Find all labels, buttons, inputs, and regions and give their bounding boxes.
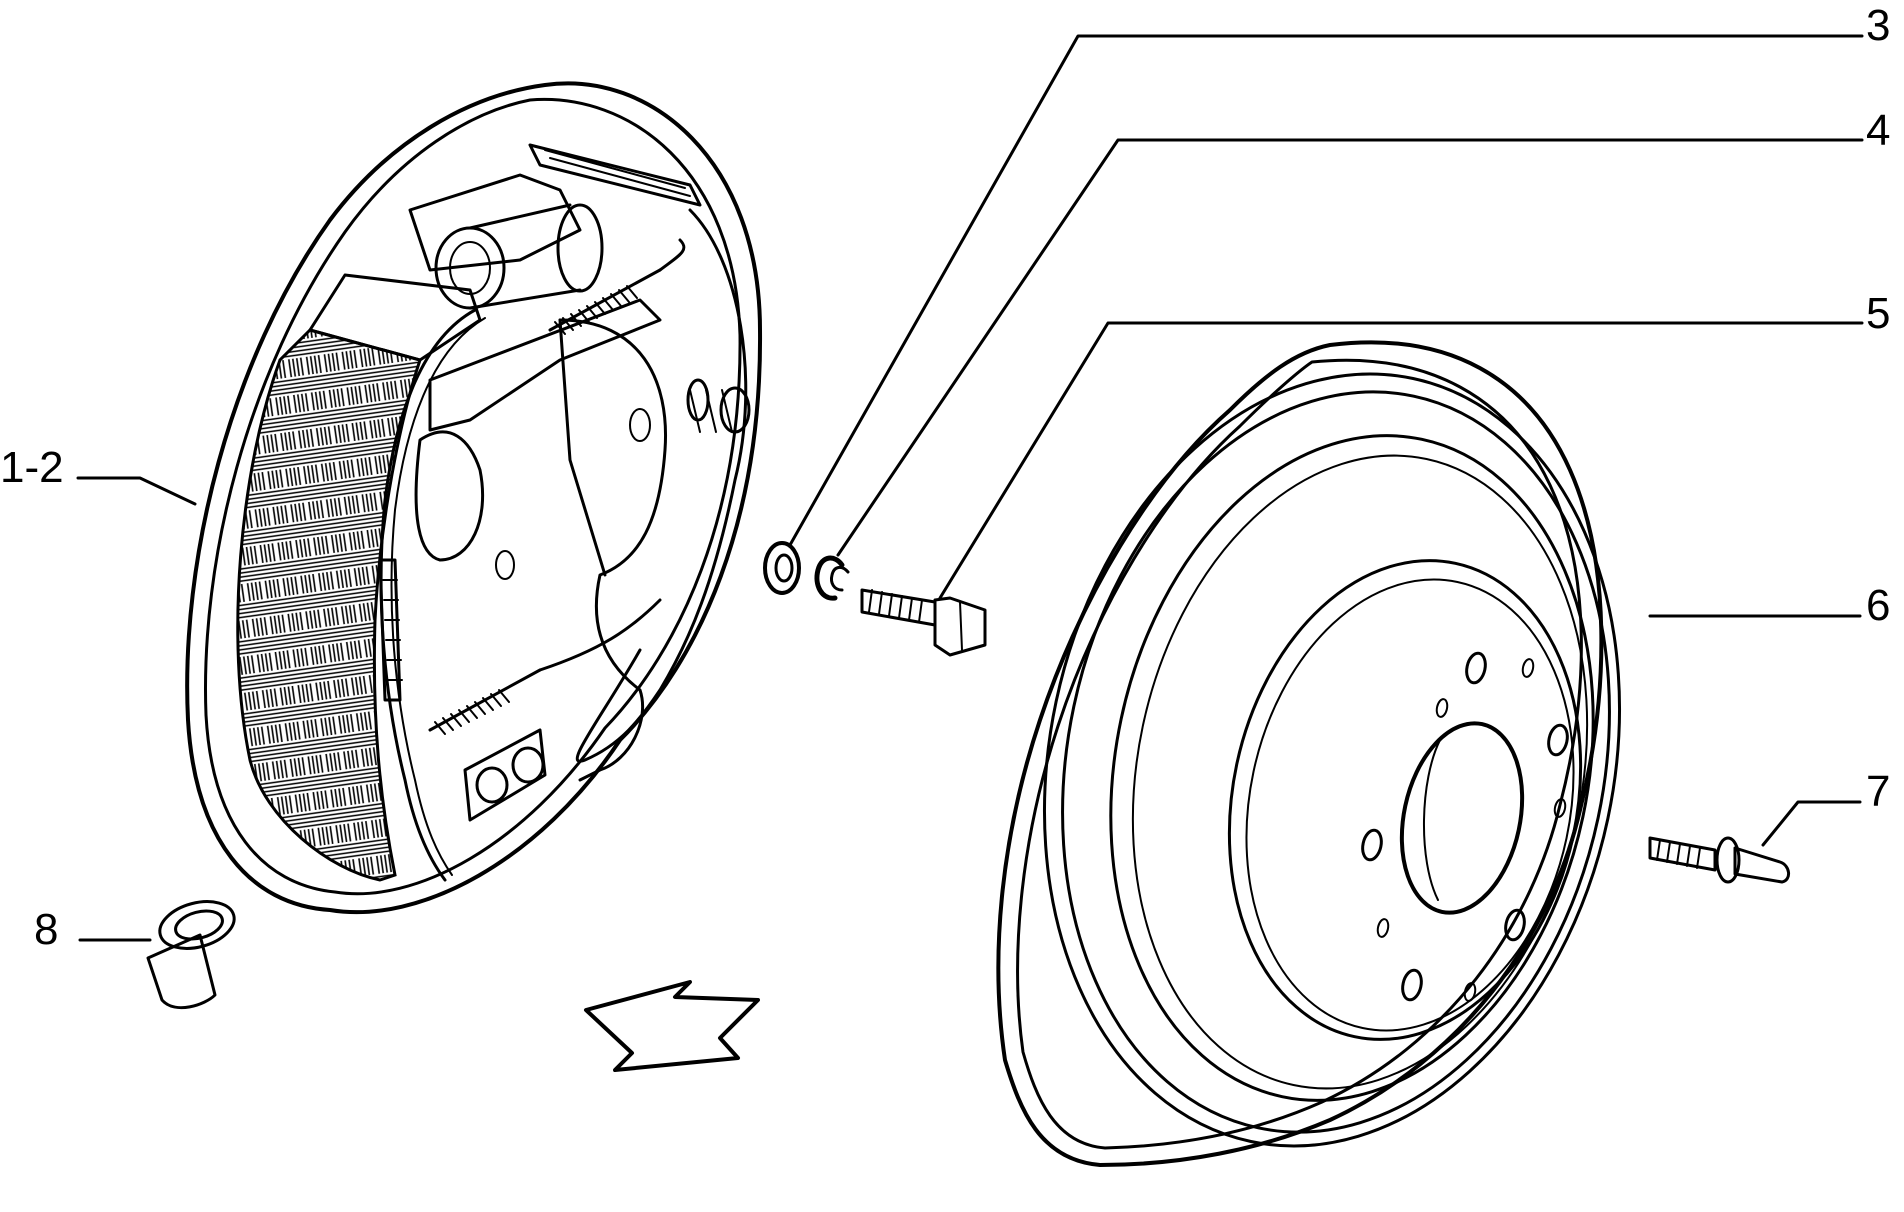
callout-3: 3 bbox=[1866, 1, 1890, 50]
hold-down-spring bbox=[686, 378, 751, 434]
direction-arrow-icon bbox=[584, 980, 760, 1072]
spring-washer bbox=[814, 555, 850, 601]
callout-7: 7 bbox=[1866, 767, 1890, 816]
bushing bbox=[146, 900, 236, 1010]
hex-bolt bbox=[860, 588, 987, 657]
wheel-stud bbox=[1648, 836, 1790, 884]
brake-drum bbox=[996, 340, 1622, 1167]
callout-5: 5 bbox=[1866, 289, 1890, 338]
callout-8: 8 bbox=[34, 905, 58, 954]
leader-lines bbox=[76, 34, 1864, 942]
washer bbox=[763, 541, 801, 595]
brake-backing-plate-assembly bbox=[185, 81, 763, 915]
lower-return-spring bbox=[428, 598, 662, 735]
anchor-block bbox=[463, 728, 547, 822]
callout-1-2: 1-2 bbox=[0, 443, 64, 492]
callout-labels: 1-2 3 4 5 6 7 8 bbox=[0, 1, 1890, 954]
callout-6: 6 bbox=[1866, 581, 1890, 630]
callout-4: 4 bbox=[1866, 106, 1890, 155]
